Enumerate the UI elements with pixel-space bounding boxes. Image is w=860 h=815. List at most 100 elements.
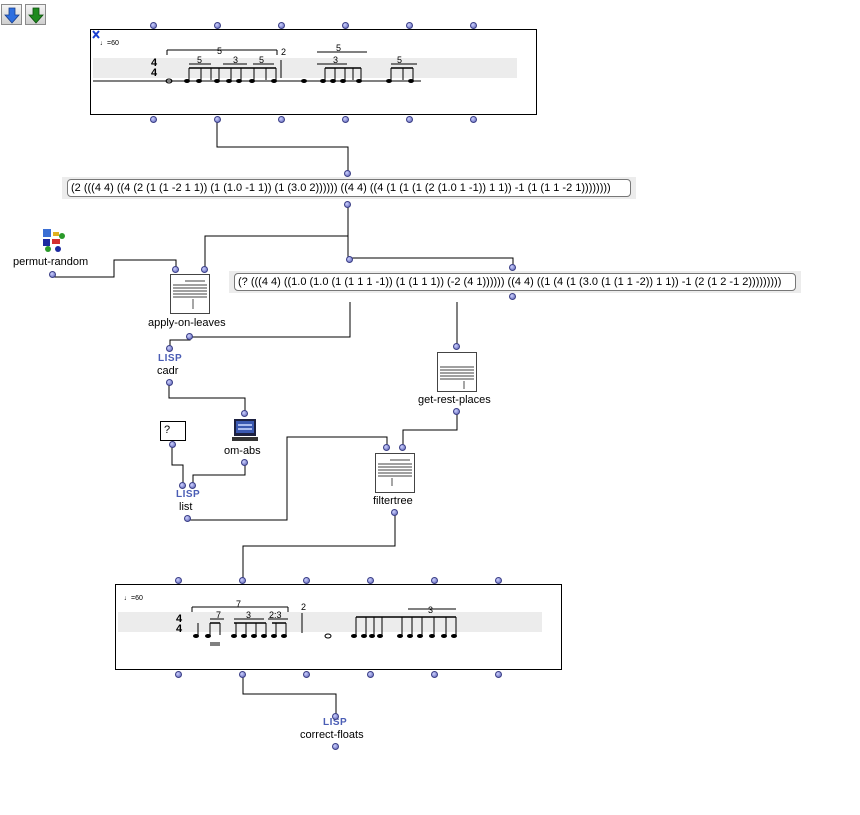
outlet[interactable] (184, 515, 191, 522)
lisp-icon[interactable]: LISP (176, 489, 201, 500)
svg-text:4: 4 (151, 67, 158, 79)
svg-text:3: 3 (246, 610, 251, 620)
arrow-down-blue-icon (4, 7, 20, 24)
inlet[interactable] (303, 577, 310, 584)
outlet[interactable] (431, 671, 438, 678)
inlet[interactable] (383, 444, 390, 451)
inlet[interactable] (241, 410, 248, 417)
outlet[interactable] (175, 671, 182, 678)
apply-on-leaves-box[interactable] (170, 274, 210, 314)
outlet[interactable] (239, 671, 246, 678)
outlet[interactable] (241, 459, 248, 466)
outlet[interactable] (214, 116, 221, 123)
inlet[interactable] (346, 256, 353, 263)
svg-text:5: 5 (397, 55, 402, 65)
outlet[interactable] (391, 509, 398, 516)
svg-text:3: 3 (428, 605, 433, 615)
outlet[interactable] (332, 743, 339, 750)
cadr-label: cadr (157, 365, 179, 377)
inlet[interactable] (453, 343, 460, 350)
outlet[interactable] (150, 116, 157, 123)
tuplet-label: 5 (217, 46, 222, 56)
outlet[interactable] (49, 271, 56, 278)
tree-input-box[interactable]: (2 (((4 4) ((4 (2 (1 (1 -2 1 1)) (1 (1.0… (62, 177, 636, 199)
inlet[interactable] (150, 22, 157, 29)
outlet[interactable] (509, 293, 516, 300)
inlet[interactable] (367, 577, 374, 584)
outlet[interactable] (186, 333, 193, 340)
svg-text:2: 2 (301, 602, 306, 612)
inlet[interactable] (239, 577, 246, 584)
svg-text:2: 2 (281, 47, 286, 57)
step-down-button[interactable] (1, 4, 22, 25)
tempo-label: ♩=60 (100, 40, 119, 47)
tree-output-value: (? (((4 4) ((1.0 (1.0 (1 (1 1 1 -1)) (1 … (234, 273, 796, 291)
inlet[interactable] (278, 22, 285, 29)
outlet[interactable] (303, 671, 310, 678)
svg-text:4: 4 (176, 613, 183, 625)
tree-input-value: (2 (((4 4) ((4 (2 (1 (1 -2 1 1)) (1 (1.0… (67, 179, 631, 197)
inlet[interactable] (344, 170, 351, 177)
inlet[interactable] (399, 444, 406, 451)
question-input-box[interactable]: ? (160, 421, 186, 441)
lisp-icon[interactable]: LISP (323, 717, 348, 728)
inlet[interactable] (509, 264, 516, 271)
correct-floats-label: correct-floats (300, 729, 364, 741)
filtertree-label: filtertree (373, 495, 413, 507)
outlet[interactable] (453, 408, 460, 415)
voice-editor-top[interactable]: ♩=60 (90, 29, 537, 115)
svg-text:3: 3 (333, 55, 338, 65)
eval-down-button[interactable] (25, 4, 46, 25)
om-abs-label: om-abs (224, 445, 261, 457)
outlet[interactable] (344, 201, 351, 208)
list-label: list (179, 501, 193, 513)
svg-text:5: 5 (197, 55, 202, 65)
staff-band (93, 58, 517, 78)
score-icon (440, 366, 474, 389)
svg-text:5: 5 (336, 43, 341, 53)
inlet[interactable] (175, 577, 182, 584)
filtertree-box[interactable] (375, 453, 415, 493)
outlet[interactable] (406, 116, 413, 123)
inlet[interactable] (342, 22, 349, 29)
arrow-down-green-icon (28, 7, 44, 24)
inlet[interactable] (172, 266, 179, 273)
outlet[interactable] (278, 116, 285, 123)
svg-text:4: 4 (151, 57, 158, 69)
svg-text:7: 7 (236, 599, 241, 609)
svg-text:2:3: 2:3 (269, 610, 282, 620)
inlet[interactable] (189, 482, 196, 489)
svg-text:5: 5 (259, 55, 264, 65)
score-notation-bottom: 4 4 7 7 3 2:3 2 3 (176, 599, 457, 646)
score-notation-top: 4 4 5 5 3 5 2 5 3 5 (92, 30, 421, 84)
outlet[interactable] (169, 441, 176, 448)
lisp-icon[interactable]: LISP (158, 353, 183, 364)
inlet[interactable] (201, 266, 208, 273)
inlet[interactable] (214, 22, 221, 29)
inlet[interactable] (166, 345, 173, 352)
inlet[interactable] (431, 577, 438, 584)
outlet[interactable] (166, 379, 173, 386)
tree-output-box[interactable]: (? (((4 4) ((1.0 (1.0 (1 (1 1 1 -1)) (1 … (229, 271, 801, 293)
inlet[interactable] (332, 713, 339, 720)
permut-random-label: permut-random (13, 256, 89, 268)
outlet[interactable] (495, 671, 502, 678)
svg-text:3: 3 (233, 55, 238, 65)
outlet[interactable] (470, 116, 477, 123)
svg-text:4: 4 (176, 623, 183, 635)
outlet[interactable] (342, 116, 349, 123)
tempo-label: ♩=60 (124, 595, 143, 602)
inlet[interactable] (470, 22, 477, 29)
score-icon (378, 459, 412, 486)
outlet[interactable] (367, 671, 374, 678)
svg-text:7: 7 (216, 610, 221, 620)
om-abs-icon[interactable] (232, 418, 258, 442)
inlet[interactable] (406, 22, 413, 29)
inlet[interactable] (495, 577, 502, 584)
inlet[interactable] (179, 482, 186, 489)
score-icon (173, 280, 207, 309)
voice-editor-bottom[interactable]: ♩=60 (115, 584, 562, 670)
get-rest-places-box[interactable] (437, 352, 477, 392)
permut-random-icon[interactable] (40, 226, 68, 254)
